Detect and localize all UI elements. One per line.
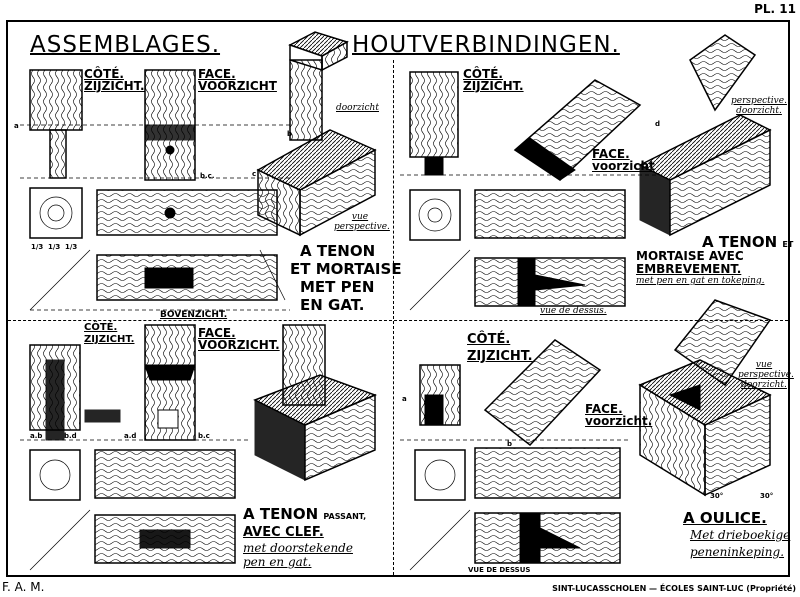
tr-caption-1: A TENON ET [702, 234, 793, 253]
tr-caption-1-main: A TENON [702, 233, 778, 251]
plate-number: PL. 11 [754, 2, 796, 16]
annotation: b.c [198, 432, 210, 440]
tl-caption-2: ET MORTAISE [290, 260, 402, 278]
footer-right: SINT-LUCASSCHOLEN — ÉCOLES SAINT-LUC (Pr… [552, 584, 796, 593]
annotation: c [252, 170, 257, 178]
title-dutch: HOUTVERBINDINGEN. [352, 32, 620, 58]
annotation: b.d [64, 432, 77, 440]
annotation: b [287, 130, 293, 138]
panel-tl-drawings [20, 59, 377, 311]
bl-side-view-label: CÔTÉ. ZIJZICHT. [84, 322, 135, 345]
tr-face-view-label: FACE. voorzicht [592, 147, 655, 173]
tl-face-view-label: FACE. VOORZICHT [198, 67, 277, 93]
annotation: 30° [760, 492, 774, 500]
title-french: ASSEMBLAGES. [30, 32, 221, 58]
tl-side-view-label: CÔTÉ. ZIJZICHT. [84, 67, 145, 93]
tr-caption-4: met pen en gat en tokeping. [636, 276, 765, 286]
br-caption-1: A OULICE. [683, 509, 767, 527]
br-top-view-label: VUE DE DESSUS [468, 566, 531, 574]
vertical-divider [393, 60, 395, 575]
bl-caption-1-suffix: PASSANT, [323, 512, 367, 521]
annotation: 1/3 [31, 243, 44, 251]
tl-caption-4: EN GAT. [300, 296, 365, 314]
tr-side-view-label: CÔTÉ. ZIJZICHT. [463, 67, 524, 93]
annotation: a.d [124, 432, 137, 440]
tl-caption-1: A TENON [300, 242, 376, 260]
br-caption-2: Met drieboekige [690, 528, 791, 542]
bl-caption-2: AVEC CLEF. [243, 525, 324, 540]
bl-caption-1-main: A TENON [243, 505, 319, 523]
tl-top-view-label: BOVENZICHT. [160, 310, 228, 320]
annotation: d [655, 120, 661, 128]
tl-perspective-label: vue perspective. [334, 212, 390, 232]
br-perspective-label: vue perspective. doorzicht. [738, 360, 794, 390]
tl-see-through-label: doorzicht [336, 103, 379, 113]
bl-caption-1: A TENON PASSANT, [243, 506, 366, 525]
annotation: 30° [710, 492, 724, 500]
tr-caption-3: EMBREVEMENT. [636, 262, 742, 276]
tr-top-view-label: vue de dessus. [540, 306, 607, 316]
annotation: a [14, 122, 19, 130]
tl-caption-3: MET PEN [300, 278, 375, 296]
br-caption-3: peneninkeping. [690, 545, 785, 559]
panel-br-drawings [400, 299, 772, 571]
br-face-view-label: FACE. voorzicht. [585, 402, 653, 428]
annotation: a [402, 395, 407, 403]
bl-face-view-label: FACE. VOORZICHT. [198, 326, 280, 352]
bl-caption-3: met doorstekende [243, 541, 353, 555]
tr-perspective-label: perspective. doorzicht. [731, 96, 787, 116]
annotation: b.c. [200, 172, 215, 180]
annotation: 1/3 [48, 243, 61, 251]
tr-caption-1-suffix: ET [782, 240, 794, 249]
horizontal-divider [8, 320, 788, 322]
panel-tr-drawings [400, 34, 772, 311]
annotation: b [507, 440, 513, 448]
annotation: a.b [30, 432, 43, 440]
plate-frame [6, 20, 790, 577]
annotation: 1/3 [65, 243, 78, 251]
br-side-view-label: CÔTÉ. ZIJZICHT. [467, 332, 533, 364]
tr-caption-2: MORTAISE AVEC [636, 249, 744, 263]
panel-bl-drawings [20, 324, 378, 571]
footer-left: F. A. M. [2, 580, 45, 594]
bl-caption-4: pen en gat. [243, 555, 312, 569]
